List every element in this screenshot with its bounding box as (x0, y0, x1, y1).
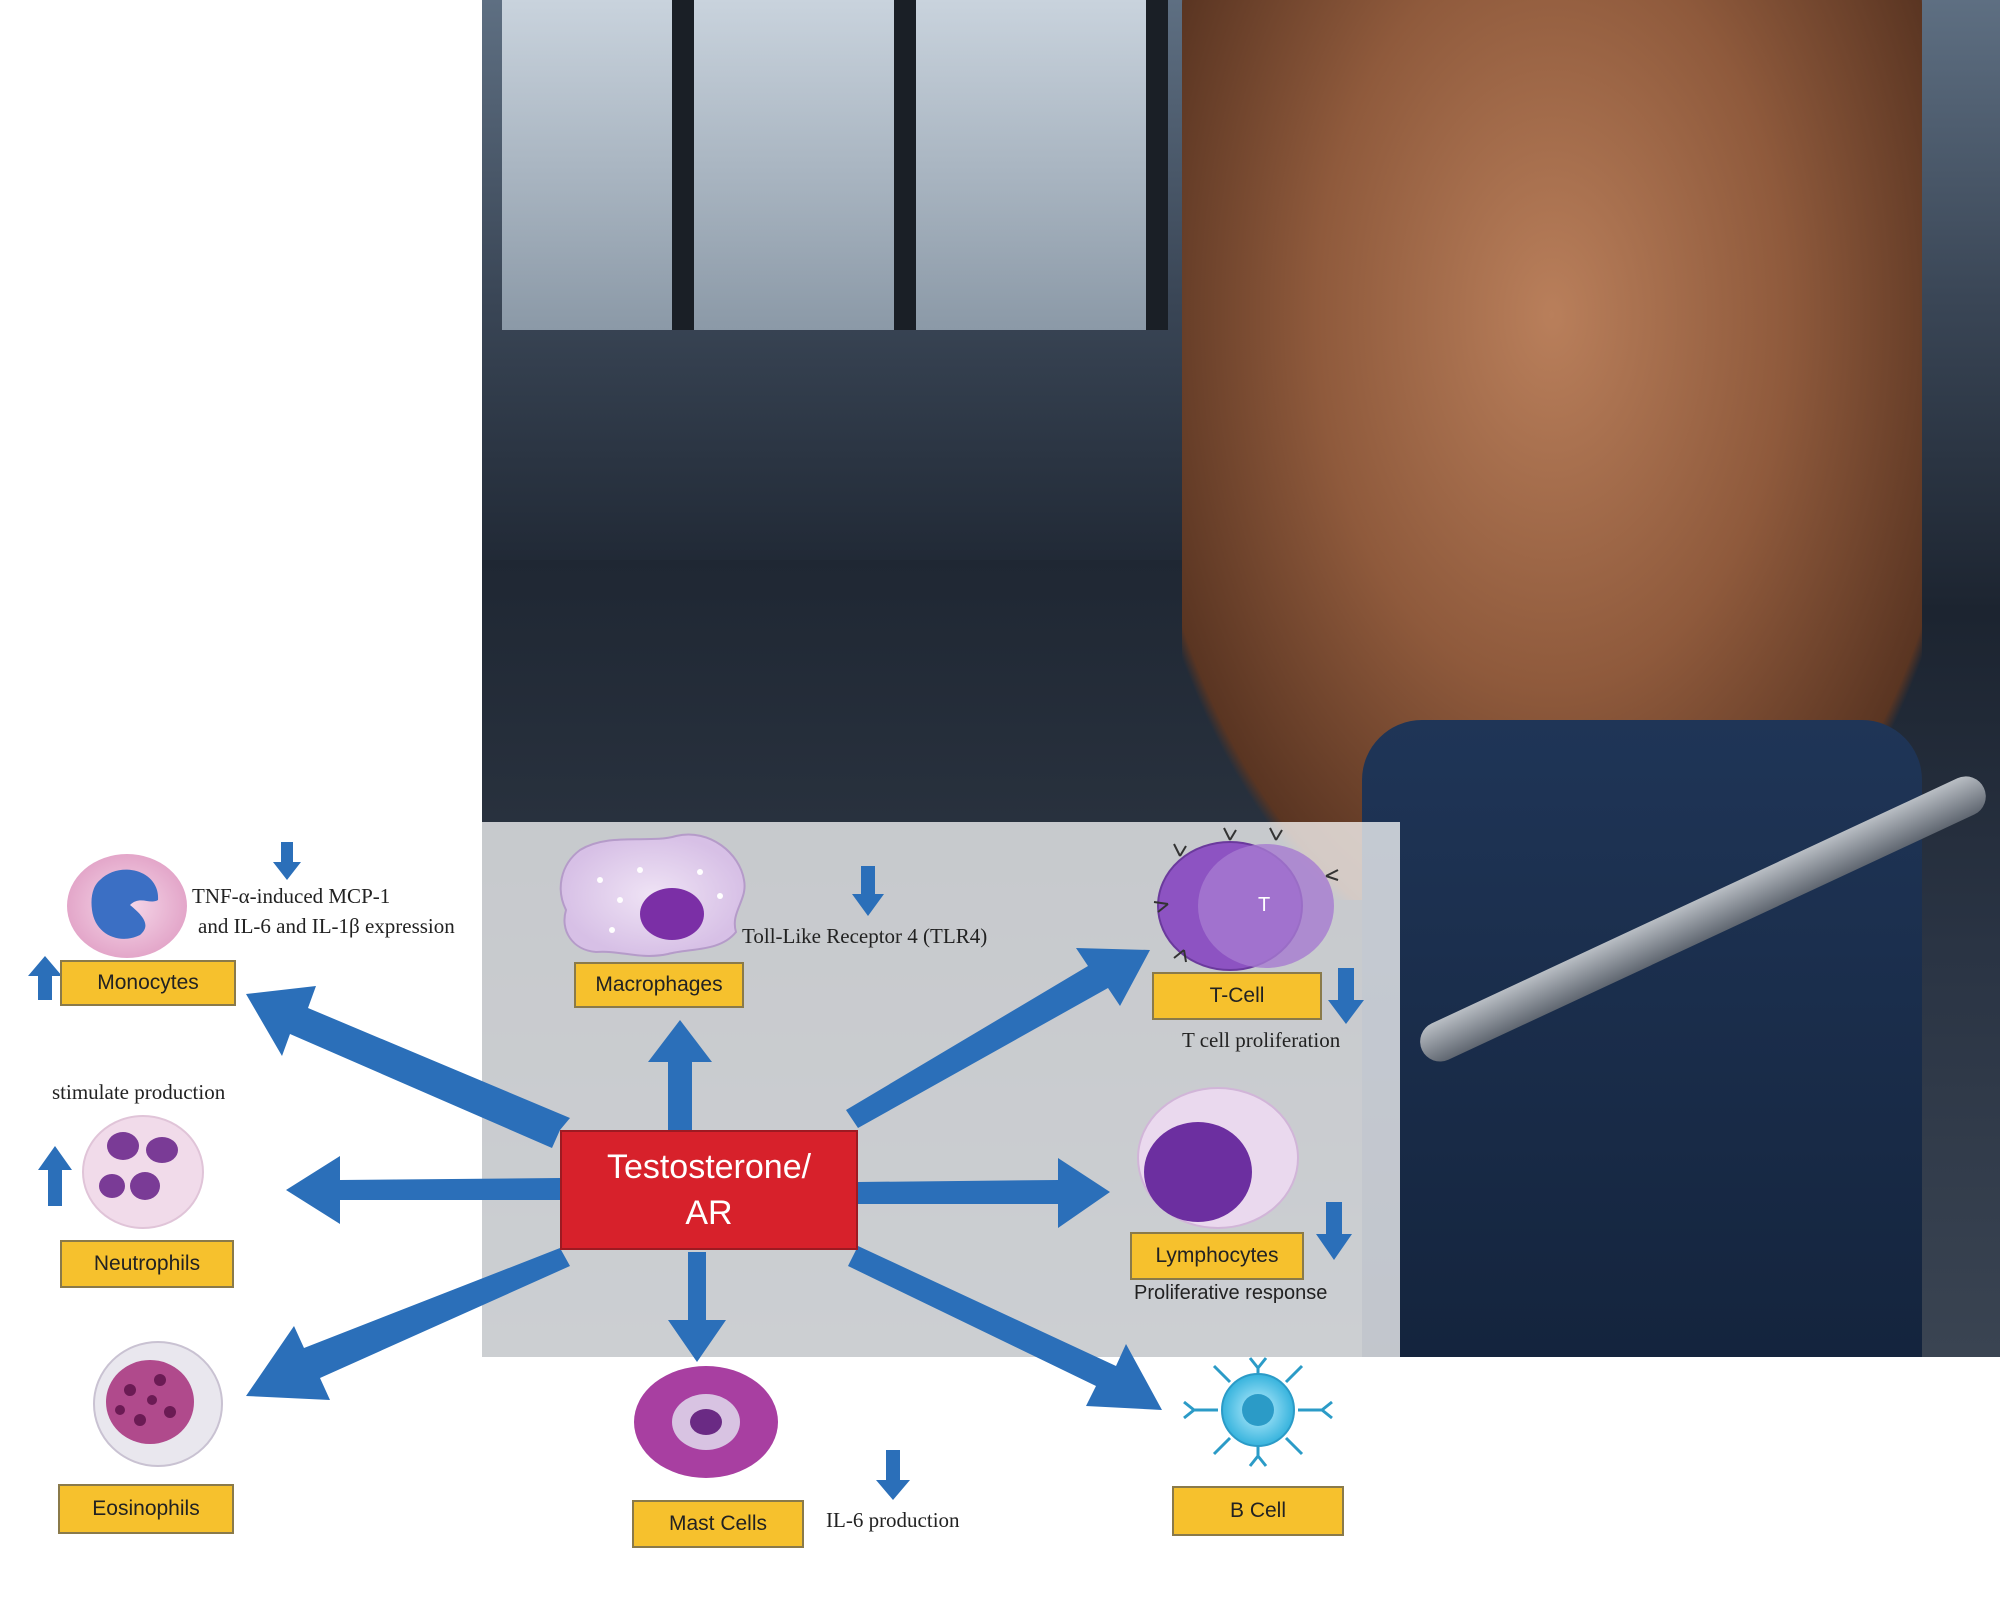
center-label-line2: AR (685, 1194, 733, 1232)
small-arrows (28, 842, 1364, 1500)
bcell-label: B Cell (1172, 1486, 1344, 1536)
macrophages-note: Toll-Like Receptor 4 (TLR4) (742, 924, 988, 948)
neutrophils-note: stimulate production (52, 1080, 226, 1104)
down-arrow-icon (852, 866, 884, 916)
mast-cell (634, 1366, 778, 1478)
down-arrow-icon (1316, 1202, 1352, 1260)
arrow-to-neutrophils (286, 1156, 560, 1224)
mastcells-label: Mast Cells (632, 1500, 804, 1548)
neutrophils-label: Neutrophils (60, 1240, 234, 1288)
arrow-to-monocytes (246, 986, 570, 1148)
arrow-to-mastcells (668, 1252, 726, 1362)
arrow-to-bcell (848, 1246, 1162, 1410)
tcell-label: T-Cell (1152, 972, 1322, 1020)
monocyte-cell (67, 854, 187, 958)
arrow-to-lymphocytes (858, 1158, 1110, 1228)
up-arrow-icon (28, 956, 62, 1000)
up-arrow-icon (38, 1146, 72, 1206)
b-cell (1183, 1357, 1333, 1467)
mastcells-note: IL-6 production (826, 1508, 960, 1532)
down-arrow-icon (273, 842, 301, 880)
lymphocytes-note: Proliferative response (1134, 1282, 1328, 1304)
tcell-note: T cell proliferation (1182, 1028, 1341, 1052)
macrophage-cell (559, 833, 746, 957)
monocytes-label: Monocytes (60, 960, 236, 1006)
t-cell (1153, 827, 1339, 971)
lymphocyte-cell (1137, 1087, 1299, 1229)
center-label-line1: Testosterone/ (606, 1148, 812, 1186)
t-cell-letter: T (1258, 894, 1271, 916)
window-pane (694, 0, 916, 330)
arrow-to-eosinophils (246, 1248, 570, 1400)
down-arrow-icon (876, 1450, 910, 1500)
down-arrow-icon (1328, 968, 1364, 1024)
arrow-to-tcell (846, 948, 1150, 1128)
arrow-to-macrophages (648, 1020, 712, 1130)
monocytes-note-line2: and IL-6 and IL-1β expression (198, 914, 455, 938)
neutrophil-cell (82, 1115, 204, 1229)
eosinophils-label: Eosinophils (58, 1484, 234, 1534)
arrow-group (246, 948, 1162, 1410)
eosinophil-cell (93, 1341, 223, 1467)
monocytes-note-line1: TNF-α-induced MCP-1 (192, 884, 391, 908)
macrophages-label: Macrophages (574, 962, 744, 1008)
lymphocytes-label: Lymphocytes (1130, 1232, 1304, 1280)
testosterone-ar-box: Testosterone/ AR (560, 1130, 858, 1250)
window-pane (502, 0, 694, 330)
window-pane (916, 0, 1168, 330)
